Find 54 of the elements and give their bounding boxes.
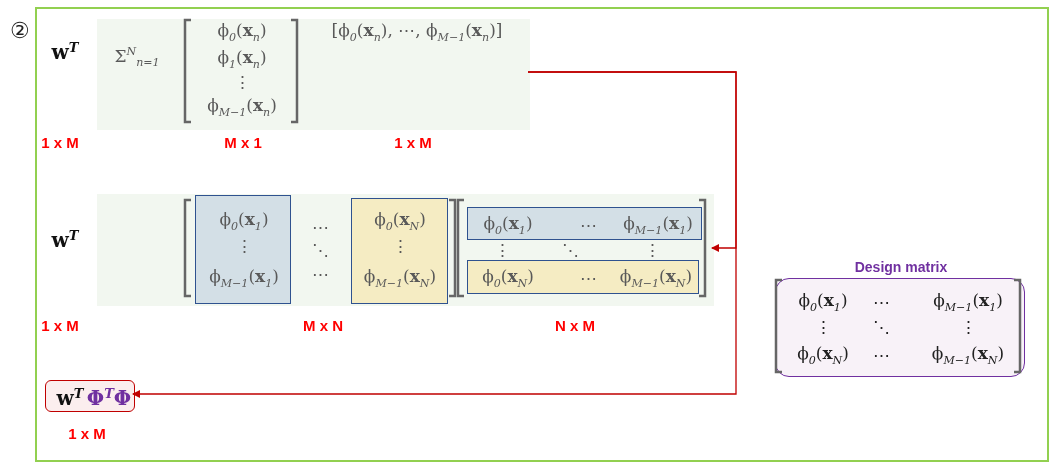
row-vector: [ϕ$_{0}$(x$_{n}$), ⋯, ϕ$_{M−1}$(x$_{n}$)] [331, 20, 503, 44]
ellipsis-symbol: ⋮ [233, 72, 251, 92]
equation-panel [97, 19, 530, 130]
dimension-label: 1 x M [41, 133, 79, 151]
frame-panel [35, 7, 1049, 462]
matrix-entry: ϕ$_{0}$(x$_{N}$) [482, 266, 534, 290]
equation-panel [97, 194, 714, 306]
matrix-entry: ϕ$_{M−1}$(x$_{n}$) [207, 95, 277, 119]
matrix-entry: ϕ$_{0}$(x$_{N}$) [797, 343, 849, 367]
dimension-label: 1 x M [41, 316, 79, 334]
dimension-label: N x M [555, 316, 595, 334]
result-box [45, 380, 135, 412]
matrix-entry: ϕ$_{M−1}$(x$_{N}$) [363, 266, 437, 290]
matrix-entry: ϕ$_{0}$(x$_{n}$) [217, 20, 267, 44]
ellipsis-symbol: ⋯ [579, 268, 597, 288]
matrix-column-box [351, 198, 448, 304]
dimension-label: 1 x M [394, 133, 432, 151]
ellipsis-symbol: ⋮ [235, 236, 253, 256]
ellipsis-symbol: ⋯ [311, 264, 329, 284]
matrix-entry: ϕ$_{0}$(x$_{N}$) [374, 209, 426, 233]
weight-symbol: w$^{T}$ [51, 39, 79, 65]
ellipsis-symbol: ⋯ [872, 345, 890, 365]
matrix-product: w$^{T}$ [56, 385, 84, 411]
dimension-label: 1 x M [68, 424, 106, 442]
dimension-label: M x 1 [224, 133, 262, 151]
matrix-heading: Design matrix [854, 259, 948, 275]
matrix-entry: ϕ$_{0}$(x$_{1}$) [219, 209, 269, 233]
ellipsis-symbol: ⋮ [959, 317, 977, 337]
matrix-row-box [467, 260, 699, 294]
ellipsis-symbol: ⋯ [579, 215, 597, 235]
matrix-entry: ϕ$_{0}$(x$_{1}$) [483, 213, 533, 237]
matrix-entry: ϕ$_{0}$(x$_{1}$) [798, 290, 848, 314]
matrix-entry: ϕ$_{M−1}$(x$_{N}$) [619, 266, 693, 290]
ellipsis-symbol: ⋱ [311, 240, 329, 260]
ellipsis-symbol: ⋱ [561, 240, 579, 260]
ellipsis-symbol: ⋯ [311, 217, 329, 237]
ellipsis-symbol: ⋮ [643, 240, 661, 260]
ellipsis-symbol: ⋮ [814, 317, 832, 337]
ellipsis-symbol: ⋱ [872, 317, 890, 337]
matrix-product: Φ$^{T}$Φ [86, 385, 132, 411]
matrix-entry: ϕ$_{1}$(x$_{n}$) [217, 47, 267, 71]
weight-symbol: w$^{T}$ [51, 227, 79, 253]
matrix-row-box [467, 207, 702, 240]
matrix-entry: ϕ$_{M−1}$(x$_{N}$) [931, 343, 1005, 367]
matrix-entry: ϕ$_{M−1}$(x$_{1}$) [623, 213, 693, 237]
connector-arrow [132, 71, 737, 398]
matrix-column-box [195, 195, 291, 304]
dimension-label: M x N [303, 316, 343, 334]
matrix-entry: ϕ$_{M−1}$(x$_{1}$) [933, 290, 1003, 314]
ellipsis-symbol: ⋮ [391, 236, 409, 256]
ellipsis-symbol: ⋯ [872, 292, 890, 312]
matrix-entry: ϕ$_{M−1}$(x$_{1}$) [209, 266, 279, 290]
circled-number: ② [10, 17, 30, 43]
ellipsis-symbol: ⋮ [493, 240, 511, 260]
